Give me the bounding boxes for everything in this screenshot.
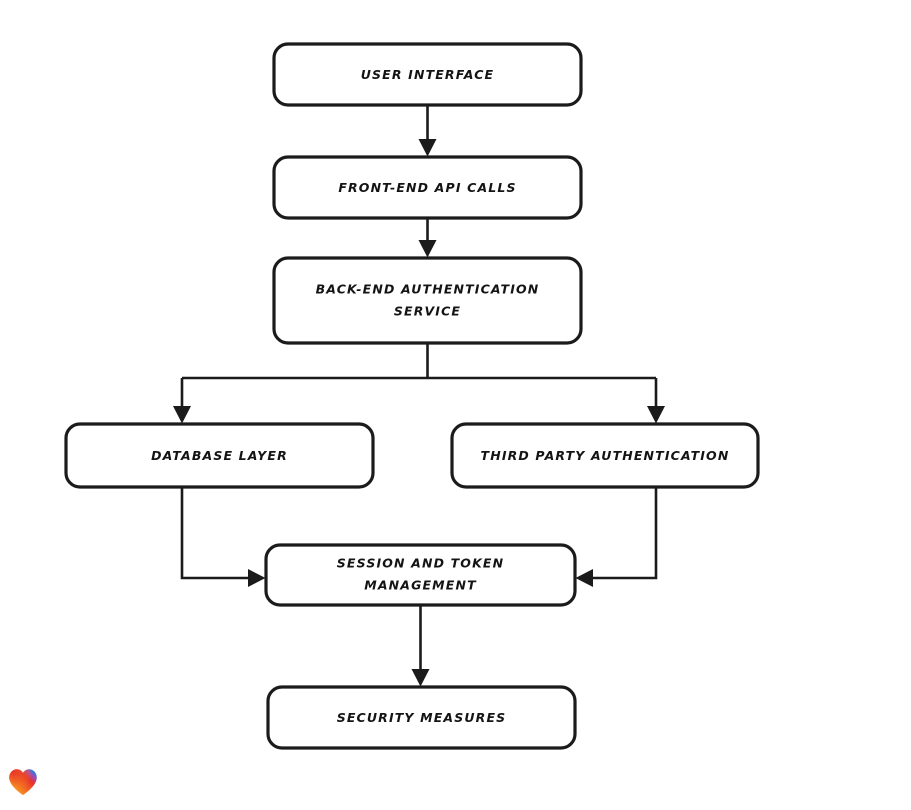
arrowhead-icon	[418, 240, 437, 258]
edge-ui-to-api	[418, 105, 437, 157]
node-session-and-token-management[interactable]: SESSION AND TOKEN MANAGEMENT	[264, 543, 577, 607]
edge-api-to-backend	[418, 218, 437, 258]
edge-database-to-session	[180, 487, 266, 587]
node-database-layer-label: DATABASE LAYER	[151, 448, 288, 463]
arrowhead-icon	[647, 406, 665, 424]
node-back-end-authentication-service[interactable]: BACK-END AUTHENTICATION SERVICE	[272, 256, 583, 345]
node-third-party-authentication-shape[interactable]	[450, 422, 760, 489]
arrowhead-icon	[248, 569, 266, 587]
node-security-measures[interactable]: SECURITY MEASURES	[266, 685, 577, 750]
node-session-and-token-management-shape[interactable]	[264, 543, 577, 607]
node-security-measures-label: SECURITY MEASURES	[337, 710, 507, 725]
node-user-interface-shape[interactable]	[272, 42, 583, 107]
edge-thirdparty-to-session	[575, 487, 658, 587]
node-database-layer-shape[interactable]	[64, 422, 375, 489]
heart-icon	[9, 769, 37, 796]
node-session-and-token-management-label-line1: SESSION AND TOKEN	[337, 556, 504, 571]
edge-backend-to-thirdparty	[647, 378, 665, 424]
node-third-party-authentication-label: THIRD PARTY AUTHENTICATION	[481, 448, 730, 463]
node-third-party-authentication[interactable]: THIRD PARTY AUTHENTICATION	[450, 422, 760, 489]
node-user-interface[interactable]: USER INTERFACE	[272, 42, 583, 107]
edge-backend-branch-bus	[182, 343, 656, 380]
node-front-end-api-calls-label: FRONT-END API CALLS	[338, 180, 516, 195]
edge-backend-to-database	[173, 378, 191, 424]
arrowhead-icon	[173, 406, 191, 424]
node-back-end-authentication-service-label-line2: SERVICE	[394, 304, 461, 319]
arrowhead-icon	[418, 139, 437, 157]
node-session-and-token-management-label-line2: MANAGEMENT	[364, 578, 477, 593]
arrowhead-icon	[575, 569, 593, 587]
node-user-interface-label: USER INTERFACE	[361, 67, 495, 82]
arrowhead-icon	[411, 669, 430, 687]
node-back-end-authentication-service-shape[interactable]	[272, 256, 583, 345]
node-front-end-api-calls[interactable]: FRONT-END API CALLS	[272, 155, 583, 220]
edge-session-to-security	[411, 605, 430, 687]
node-back-end-authentication-service-label-line1: BACK-END AUTHENTICATION	[316, 282, 540, 297]
node-database-layer[interactable]: DATABASE LAYER	[64, 422, 375, 489]
node-front-end-api-calls-shape[interactable]	[272, 155, 583, 220]
node-security-measures-shape[interactable]	[266, 685, 577, 750]
